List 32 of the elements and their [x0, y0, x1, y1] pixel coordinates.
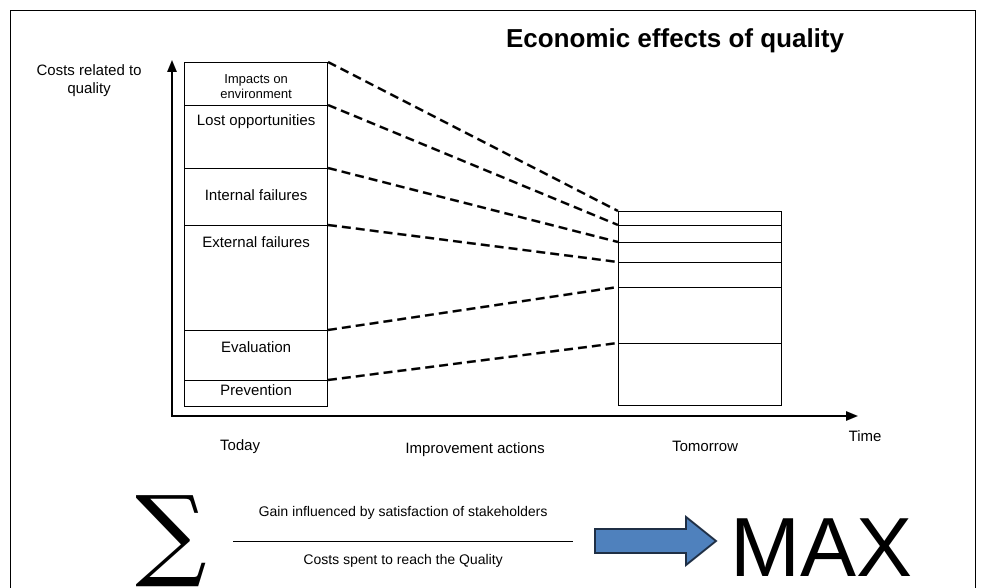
denominator-text: Costs spent to reach the Quality — [302, 550, 504, 568]
segment-label: Internal failures — [204, 187, 308, 205]
cost-segment — [184, 225, 328, 331]
diagram-title: Economic effects of quality — [504, 22, 846, 54]
cost-segment — [618, 242, 782, 263]
dashed-connector — [328, 166, 618, 244]
segment-label: Lost opportunities — [196, 112, 316, 130]
cost-segment — [618, 211, 782, 226]
cost-segment — [618, 343, 782, 406]
segment-label: External failures — [201, 234, 311, 252]
result-text: MAX — [728, 502, 914, 588]
block-arrow — [594, 514, 718, 568]
segment-label: Prevention — [219, 382, 293, 400]
axis-label: Tomorrow — [671, 438, 739, 456]
cost-segment — [184, 330, 328, 381]
axis-label: Time — [848, 428, 882, 446]
dashed-connector — [328, 104, 618, 226]
cost-segment — [184, 380, 328, 407]
segment-label: Evaluation — [220, 339, 292, 357]
sigma-symbol: ∑ — [134, 478, 208, 588]
cost-segment — [184, 168, 328, 226]
dashed-connector — [327, 60, 619, 212]
cost-segment — [184, 105, 328, 169]
cost-segment — [618, 225, 782, 243]
cost-segment — [184, 62, 328, 106]
segment-label: Impacts on environment — [219, 71, 293, 101]
numerator-text: Gain influenced by satisfaction of stakeholders — [258, 502, 548, 520]
cost-segment — [618, 287, 782, 344]
axis-label: Costs related to quality — [35, 62, 143, 98]
axis-label: Today — [218, 437, 262, 455]
axis-label: Improvement actions — [404, 440, 546, 458]
cost-segment — [618, 262, 782, 288]
